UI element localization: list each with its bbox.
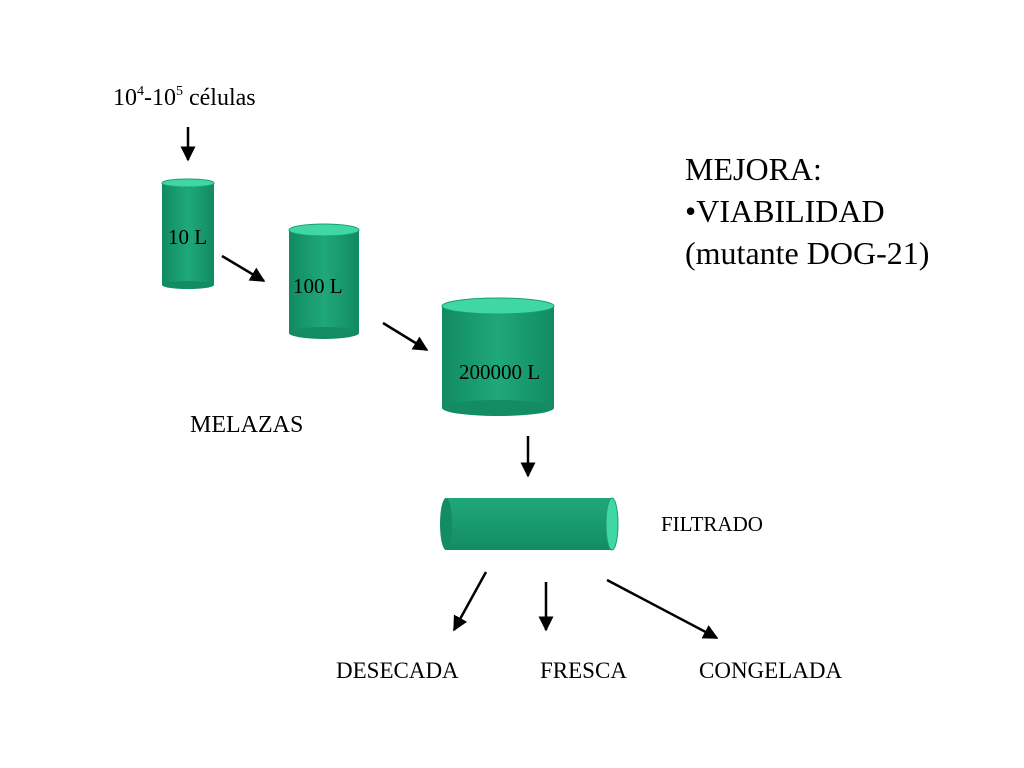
arrow-to-desecada-icon (452, 571, 488, 632)
output-fresca-label: FRESCA (540, 658, 627, 683)
cell-count-label: 104-105 células (113, 84, 256, 111)
tank-100l-label: 100 L (293, 274, 343, 298)
improvement-note: MEJORA: •VIABILIDAD (mutante DOG-21) (685, 148, 929, 274)
improvement-heading: MEJORA: (685, 151, 822, 187)
arrow-to-congelada-icon (606, 578, 719, 640)
filter-cylinder-icon (440, 497, 619, 551)
tank-200000l-label: 200000 L (459, 360, 541, 384)
tank-10l-label: 10 L (168, 225, 208, 249)
arrow-tank1-to-tank2-icon (221, 254, 266, 283)
tank-100l-icon (288, 223, 360, 339)
filter-label: FILTRADO (661, 512, 763, 536)
output-congelada-label: CONGELADA (699, 658, 843, 683)
improvement-item: •VIABILIDAD (685, 193, 885, 229)
tank-200000l-icon (441, 297, 555, 416)
output-desecada-label: DESECADA (336, 658, 459, 683)
improvement-detail: (mutante DOG-21) (685, 235, 930, 271)
tank-10l-icon (161, 178, 215, 289)
arrow-tank2-to-tank3-icon (382, 321, 429, 352)
medium-label: MELAZAS (190, 412, 304, 438)
